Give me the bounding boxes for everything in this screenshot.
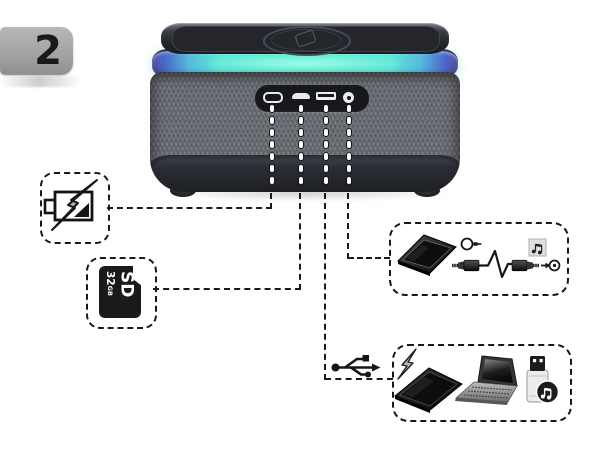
connector-line-usb-a-vertical	[324, 193, 326, 380]
step-badge-reflection	[0, 76, 86, 87]
wireless-charging-pad-ring	[271, 29, 341, 51]
sd-unit-label: GB	[106, 285, 115, 296]
sd-card-label: 32GB SD	[104, 271, 137, 313]
aux-jack	[343, 92, 354, 103]
audio-jack-in-icon	[541, 259, 561, 272]
callout-memory-card: 32GB SD	[86, 257, 157, 329]
device-base	[150, 155, 460, 192]
sd-type-label: SD	[116, 271, 137, 298]
power-bolt-icon	[397, 348, 417, 380]
usb-a-port	[316, 92, 336, 100]
tablet-icon	[394, 367, 463, 413]
usb-audio-graphic	[394, 348, 560, 413]
microsd-slot	[292, 93, 310, 99]
usb-flash-drive-music-icon	[526, 356, 560, 404]
callout-aux-audio	[389, 222, 569, 296]
connector-line-microsd-horizontal	[153, 288, 301, 290]
audio-jack-out-icon	[460, 237, 482, 251]
wireless-charging-pad	[263, 26, 351, 56]
sd-capacity-label: 32	[104, 271, 117, 286]
device-body	[150, 72, 460, 192]
connector-line-usb-a-horizontal	[325, 378, 393, 380]
usb-trident-icon	[331, 355, 381, 378]
connector-line-aux-vertical	[347, 193, 349, 259]
step-number: 2	[34, 28, 62, 74]
usb-c-port	[263, 92, 283, 103]
connector-capsules-aux	[344, 104, 353, 185]
aux-audio-graphic	[397, 234, 561, 279]
connector-capsules-usb-c	[267, 104, 276, 185]
callout-usb-audio	[392, 344, 572, 422]
battery-charging-icon	[43, 179, 98, 231]
connector-line-usb-c-vertical	[270, 193, 272, 209]
connector-capsules-usb-a	[321, 104, 330, 185]
aux-cable-icon	[452, 249, 539, 279]
speaker-device	[150, 23, 460, 201]
music-file-icon	[528, 238, 547, 257]
callout-battery-charging	[40, 172, 110, 244]
laptop-icon	[455, 355, 518, 405]
step-badge: 2	[0, 27, 73, 75]
connector-capsules-microsd	[296, 104, 305, 185]
smartphone-icon	[397, 234, 457, 276]
microsd-card-icon: 32GB SD	[99, 266, 141, 318]
connector-line-microsd-vertical	[299, 193, 301, 290]
connector-line-aux-horizontal	[348, 257, 390, 259]
connector-line-usb-c-horizontal	[107, 207, 272, 209]
